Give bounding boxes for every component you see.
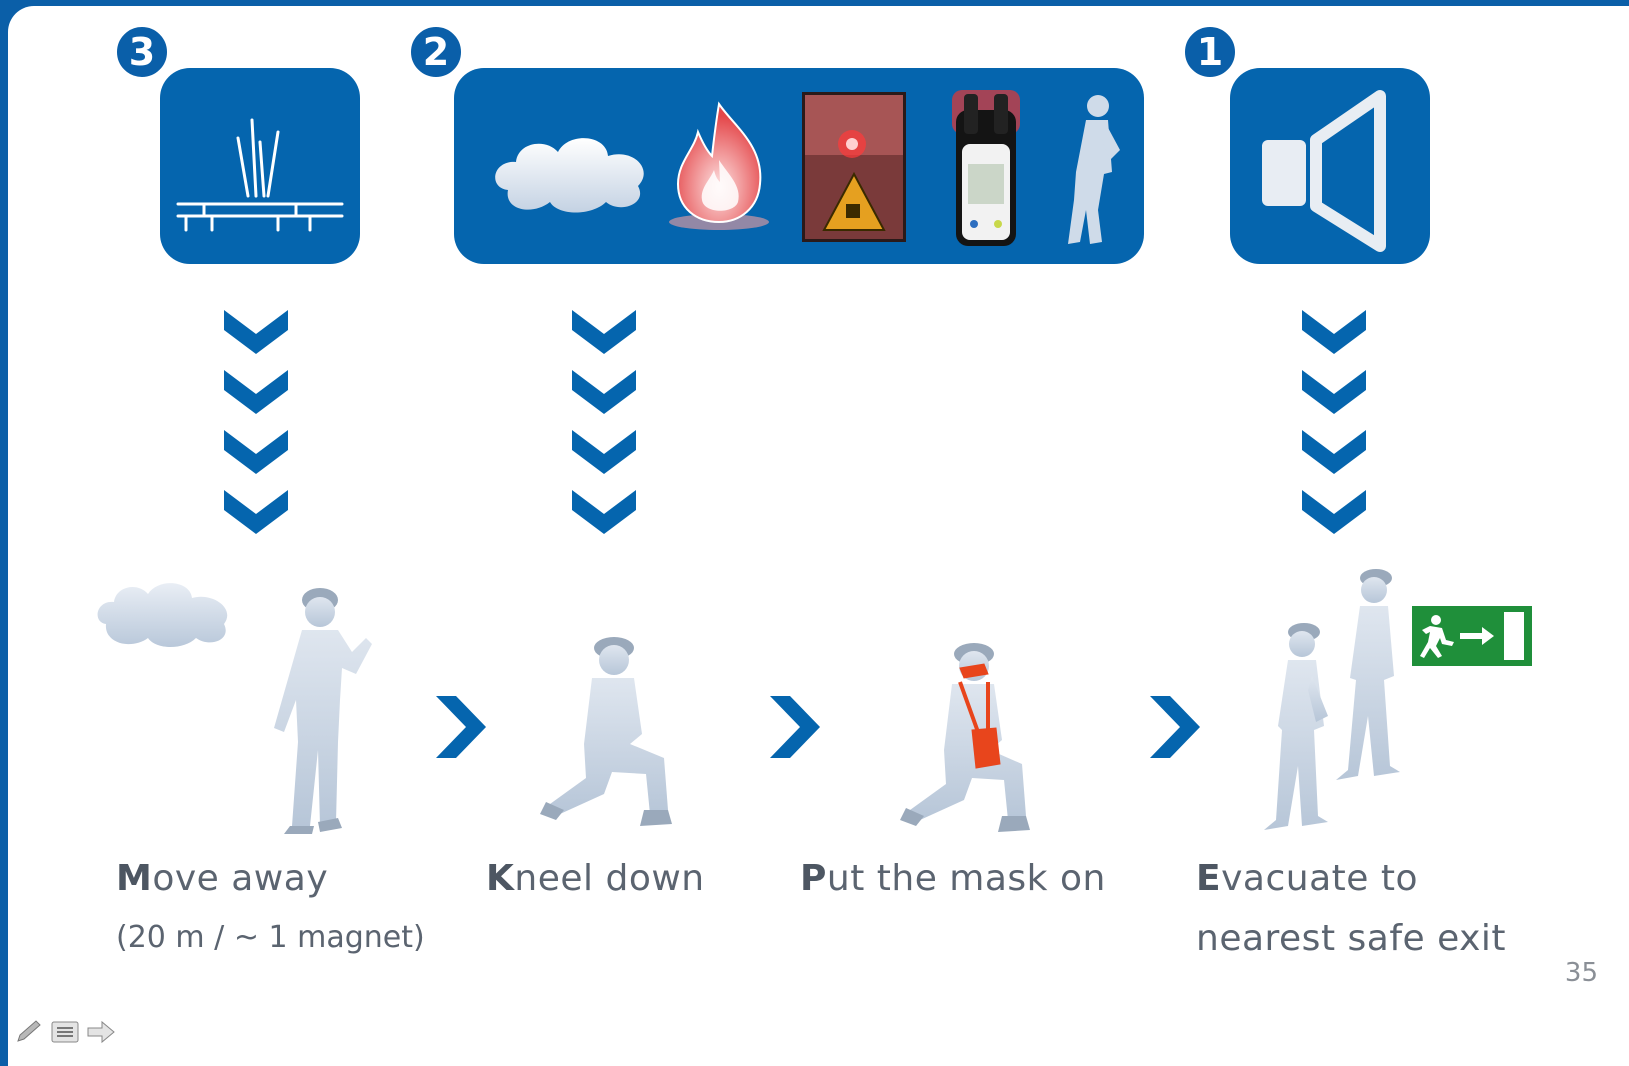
step1-worker-icon (254, 582, 384, 844)
evacuating-workers-icon (1244, 566, 1424, 846)
menu-icon[interactable] (50, 1019, 80, 1045)
pen-icon[interactable] (14, 1019, 44, 1045)
gas-cloud-icon (488, 120, 658, 220)
step-label-evacuate: Evacuate to (1196, 858, 1418, 899)
chevron-stack-1 (222, 306, 292, 550)
step-label-mask-on: Put the mask on (800, 858, 1106, 899)
step-label-move-away: Move away (116, 858, 328, 899)
slide: 3 2 1 (8, 6, 1629, 1066)
badge-2: 2 (408, 24, 464, 80)
panel-hazards (454, 68, 1144, 264)
panel-speaker (1230, 68, 1430, 264)
worker-icon (1058, 90, 1128, 250)
next-arrow-3 (1146, 692, 1206, 762)
step-label-evacuate-line2: nearest safe exit (1196, 918, 1506, 959)
page-number: 35 (1565, 958, 1598, 988)
panel-sensor (160, 68, 360, 264)
fire-icon (664, 100, 774, 230)
exit-sign-icon (1412, 606, 1532, 666)
gas-detector-icon (948, 90, 1024, 246)
speaker-icon (1230, 68, 1430, 264)
sensor-icon (160, 68, 360, 264)
kneeling-worker-icon (534, 634, 684, 844)
mask-worker-icon (892, 640, 1042, 850)
next-arrow-2 (766, 692, 826, 762)
chevron-stack-3 (1300, 306, 1370, 550)
step-label-kneel-down: Kneel down (486, 858, 705, 899)
step1-cloud-icon (92, 572, 242, 652)
alarm-beacon-icon (802, 92, 906, 242)
next-slide-icon[interactable] (86, 1019, 116, 1045)
chevron-stack-2 (570, 306, 640, 550)
step-sublabel-distance: (20 m / ~ 1 magnet) (116, 920, 425, 955)
slideshow-toolbar (14, 1019, 116, 1045)
next-arrow-1 (432, 692, 492, 762)
